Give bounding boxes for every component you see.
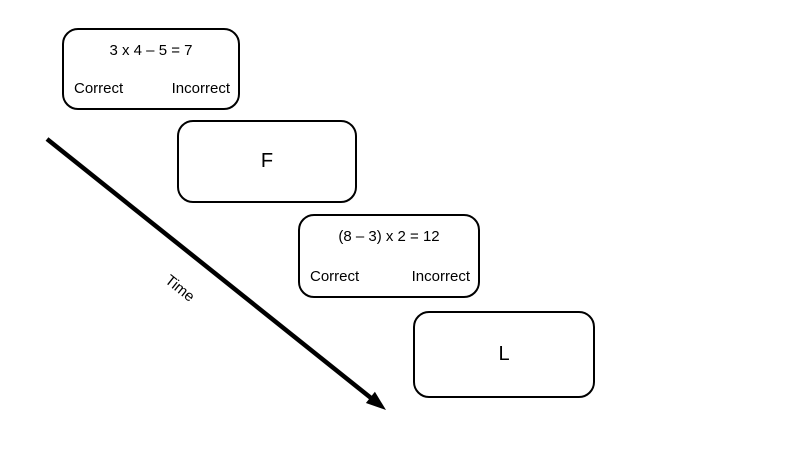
letter-trial-card-1: F	[177, 120, 357, 203]
letter-stimulus: F	[260, 150, 274, 172]
correct-option-label: Correct	[310, 268, 360, 285]
response-options-row: Correct Incorrect	[64, 80, 238, 98]
equation-text: 3 x 4 – 5 = 7	[109, 42, 193, 59]
incorrect-option-label: Incorrect	[171, 80, 230, 97]
equation-trial-card-1: 3 x 4 – 5 = 7 Correct Incorrect	[62, 28, 240, 110]
equation-text: (8 – 3) x 2 = 12	[338, 228, 440, 245]
incorrect-option-label: Incorrect	[411, 268, 470, 285]
letter-trial-card-2: L	[413, 311, 595, 398]
response-options-row: Correct Incorrect	[300, 268, 478, 286]
arrowhead-icon	[365, 391, 386, 410]
letter-stimulus: L	[498, 343, 510, 365]
equation-trial-card-2: (8 – 3) x 2 = 12 Correct Incorrect	[298, 214, 480, 298]
correct-option-label: Correct	[74, 80, 124, 97]
time-arrow-label: Time	[161, 271, 198, 306]
